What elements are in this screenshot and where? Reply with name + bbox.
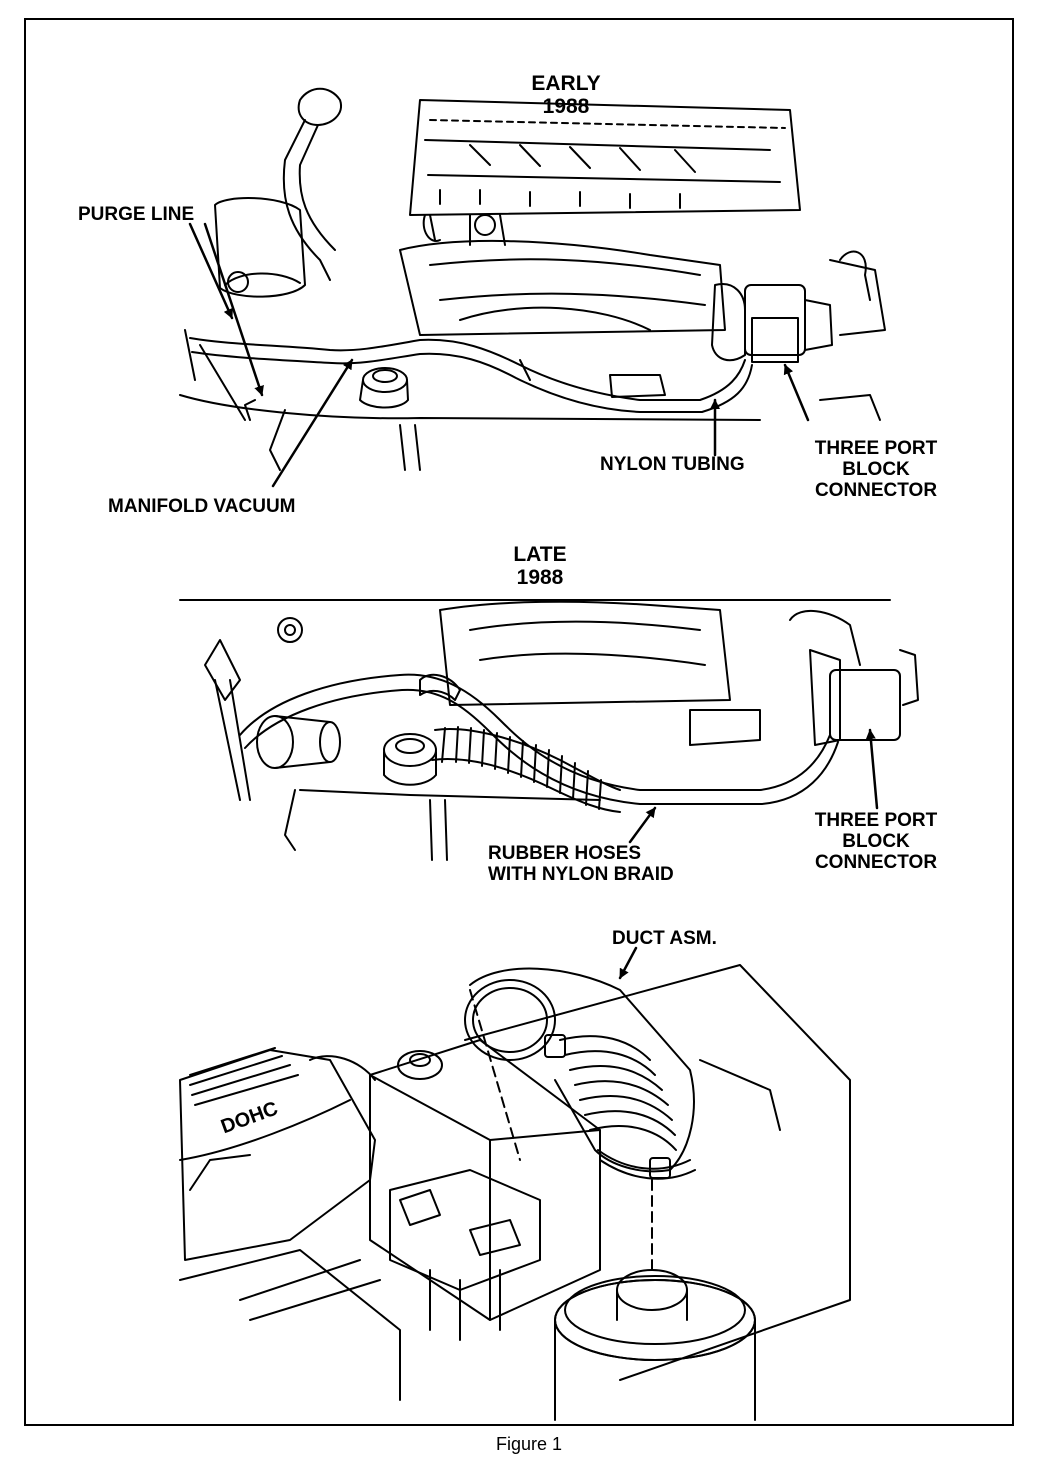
early-title-line1: EARLY	[531, 72, 601, 95]
late-title-line1: LATE	[513, 543, 567, 566]
early-title: EARLY 1988	[496, 72, 636, 118]
duct-asm-label: DUCT ASM.	[612, 928, 717, 949]
rubber-hoses-line1: RUBBER HOSES	[488, 843, 642, 864]
early-leader-lines	[188, 222, 810, 488]
manifold-vacuum-label: MANIFOLD VACUUM	[108, 496, 296, 517]
late-connector-label: THREE PORT BLOCK CONNECTOR	[806, 810, 946, 873]
nylon-tubing-label: NYLON TUBING	[600, 454, 745, 475]
early-connector-line2: BLOCK	[842, 459, 910, 480]
late-title: LATE 1988	[475, 543, 605, 589]
early-title-line2: 1988	[542, 95, 590, 118]
late-connector-line1: THREE PORT	[814, 810, 938, 831]
rubber-hoses-line2: WITH NYLON BRAID	[488, 864, 674, 885]
duct-illustration	[179, 964, 851, 1421]
figure-caption: Figure 1	[496, 1434, 563, 1454]
late-title-line2: 1988	[516, 566, 564, 589]
late-engine-illustration	[179, 599, 919, 861]
early-connector-line3: CONNECTOR	[814, 480, 938, 501]
purge-line-label: PURGE LINE	[78, 204, 195, 225]
rubber-hoses-label: RUBBER HOSES WITH NYLON BRAID	[488, 843, 674, 885]
late-leader-lines	[628, 728, 879, 844]
early-connector-label: THREE PORT BLOCK CONNECTOR	[806, 438, 946, 501]
duct-leader-line	[618, 946, 638, 980]
early-connector-line1: THREE PORT	[814, 438, 938, 459]
late-connector-line2: BLOCK	[842, 831, 910, 852]
late-connector-line3: CONNECTOR	[814, 852, 938, 873]
early-engine-illustration	[179, 87, 886, 471]
figure-border	[24, 18, 1014, 1426]
